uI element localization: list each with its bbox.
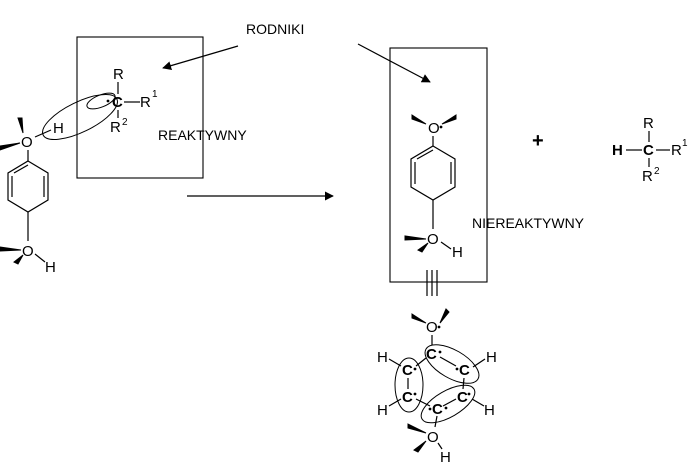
mid-bottom-oxygen: O — [427, 231, 439, 248]
res-h-bottom-right-bond — [471, 398, 485, 407]
left-top-o-wedge-b — [0, 142, 21, 151]
unreactive-label: NIEREAKTYWNY — [472, 215, 585, 231]
mid-bottom-o-wedge-a — [404, 235, 427, 241]
mid-top-o-wedge-left — [411, 114, 427, 125]
res-top-oxygen: O — [426, 319, 438, 336]
mid-ring-double-3 — [416, 149, 434, 160]
mid-bottom-hydrogen: H — [452, 244, 463, 261]
res-carbon-bottom-right: C — [457, 389, 468, 406]
res-carbon-bottom-left-dot — [413, 392, 417, 396]
product-r-label: R — [643, 115, 654, 132]
res-top-o-dot — [437, 325, 441, 329]
res-h-top-right: H — [486, 349, 497, 366]
res-carbon-bottom-right-dot — [467, 392, 471, 396]
res-ring-bond-1 — [439, 356, 457, 367]
left-ring-double-3 — [13, 164, 29, 174]
res-h-bottom-right: H — [484, 402, 495, 419]
radicals-label: RODNIKI — [246, 21, 304, 37]
res-h-bottom-left-bond — [388, 398, 402, 407]
product-hydrogen: H — [612, 142, 623, 159]
left-benzene-ring — [7, 160, 49, 213]
res-h-top-left: H — [377, 349, 388, 366]
res-top-o-wedge-right — [439, 308, 450, 324]
mid-benzene-ring — [410, 145, 456, 201]
left-bottom-oh-bond — [34, 253, 46, 263]
reactive-label: REAKTYWNY — [158, 127, 247, 143]
res-ring-bond-3 — [442, 398, 457, 407]
res-ellipse-bottom-right — [420, 384, 476, 424]
res-bottom-oxygen: O — [427, 429, 439, 446]
plus-sign: + — [532, 130, 544, 152]
res-bottom-o-wedge-b — [413, 440, 427, 453]
res-h-top-left-bond — [388, 358, 402, 367]
res-carbon-top-dot — [438, 350, 442, 354]
left-bottom-o-wedge-a — [0, 246, 22, 252]
res-ring-bond-4 — [415, 398, 431, 407]
mid-bottom-o-wedge-b — [417, 242, 429, 253]
res-carbon-bottom-left: C — [402, 389, 413, 406]
res-ellipse-left — [394, 357, 424, 413]
product-r2-sup: 2 — [654, 166, 660, 177]
left-top-oh-bond — [34, 129, 52, 138]
res-bottom-oh-bond — [437, 442, 443, 450]
left-bottom-oxygen: O — [22, 243, 34, 260]
unreactive-box — [389, 47, 488, 283]
res-top-o-wedge-left — [411, 313, 427, 324]
product-carbon: C — [643, 142, 654, 159]
res-carbon-bottom-dot — [428, 407, 432, 411]
res-ellipse-top-right — [424, 344, 480, 384]
alkyl-r2-label: R — [110, 119, 121, 136]
res-carbon-top: C — [426, 346, 437, 363]
mid-top-oxygen: O — [428, 120, 440, 137]
arrow-to-phenoxyl-radical — [357, 43, 431, 83]
mid-top-o-wedge-right — [441, 114, 457, 125]
left-top-oxygen: O — [21, 134, 33, 151]
radical-center-ellipse — [86, 92, 116, 110]
alkyl-r1-label: R — [140, 94, 151, 111]
mid-top-radical-dot — [439, 125, 443, 129]
res-carbon-bottom-dot-2 — [444, 406, 448, 410]
res-ring-bond-2 — [462, 377, 465, 390]
h-transfer-ellipse — [42, 94, 118, 140]
res-carbon-bottom: C — [432, 401, 443, 418]
res-bottom-hydrogen: H — [440, 449, 451, 466]
product-r1-label: R — [671, 142, 682, 159]
left-top-hydrogen: H — [53, 120, 64, 137]
reactive-box — [76, 36, 204, 179]
res-ring-bond-6 — [415, 357, 427, 367]
alkyl-r2-sup: 2 — [122, 117, 128, 128]
left-bottom-o-wedge-b — [13, 254, 24, 265]
res-carbon-top-right: C — [459, 362, 470, 379]
res-bottom-o-ring-bond — [434, 415, 438, 428]
product-r2-label: R — [642, 168, 653, 185]
left-top-o-wedge-a — [17, 117, 24, 134]
res-bottom-o-wedge-a — [407, 423, 427, 434]
res-h-bottom-left: H — [377, 402, 388, 419]
mid-bottom-oh-bond — [440, 241, 452, 250]
res-carbon-top-right-dot — [455, 367, 459, 371]
res-carbon-top-left-dot — [413, 367, 417, 371]
alkyl-radical-dot — [106, 99, 110, 103]
product-r1-sup: 1 — [682, 138, 688, 149]
alkyl-r1-sup: 1 — [152, 89, 158, 100]
alkyl-r-label: R — [113, 66, 124, 83]
left-bottom-hydrogen: H — [45, 259, 56, 276]
arrow-to-alkyl-radical — [162, 45, 239, 71]
res-carbon-top-left: C — [402, 362, 413, 379]
